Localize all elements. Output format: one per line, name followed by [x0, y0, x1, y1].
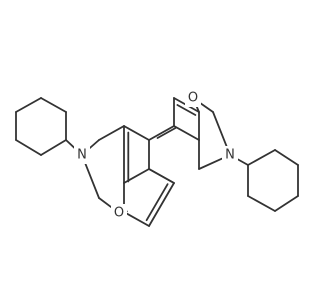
- atom-o-top: O: [185, 89, 201, 107]
- atom-n-left: N: [74, 146, 90, 164]
- molecule-svg: O N N O: [15, 89, 299, 227]
- bond-r2-r3: [247, 195, 276, 212]
- bond-ch2a-n1: [212, 111, 228, 148]
- atom-label-o-bottom: O: [114, 206, 124, 221]
- atom-label-n-right: N: [225, 148, 235, 163]
- bond-h-i: [123, 211, 150, 227]
- double-bond-d-k: [176, 104, 197, 116]
- bond-l6-l1: [40, 139, 67, 156]
- bond-l5-l6: [15, 139, 42, 156]
- bond-i-c: [148, 182, 175, 227]
- bond-l2-l3: [40, 97, 67, 113]
- bond-n1-r1: [236, 158, 249, 166]
- double-bond-e-a: [156, 127, 177, 139]
- bond-a-f: [123, 125, 150, 141]
- bond-layer: [15, 97, 299, 227]
- bond-r3-r4: [274, 195, 299, 212]
- bond-o2-ch2c: [98, 197, 114, 210]
- bond-n2-ch2d: [87, 139, 100, 150]
- bond-ch2c-n2: [84, 162, 100, 199]
- atom-label-n-left: N: [77, 148, 87, 163]
- bond-ch2d-f: [98, 125, 125, 141]
- bond-a-e: [148, 125, 175, 141]
- bond-n1-ch2b: [198, 157, 223, 170]
- bond-c-b: [148, 168, 175, 184]
- bond-l3-l4: [15, 97, 42, 113]
- double-bond-c-i: [145, 183, 169, 222]
- bond-r5-r6: [274, 149, 299, 166]
- bond-r6-r1: [247, 149, 276, 166]
- atom-label-o-top: O: [188, 91, 198, 106]
- structure-diagram: O N N O: [15, 89, 299, 227]
- bond-o1-ch2a: [198, 101, 214, 113]
- bond-e-j: [173, 125, 200, 141]
- bond-n2-l1: [65, 139, 77, 150]
- atom-label-layer: O N N O: [74, 89, 238, 222]
- atom-o-bottom: O: [111, 204, 127, 222]
- atom-n-right: N: [222, 146, 238, 164]
